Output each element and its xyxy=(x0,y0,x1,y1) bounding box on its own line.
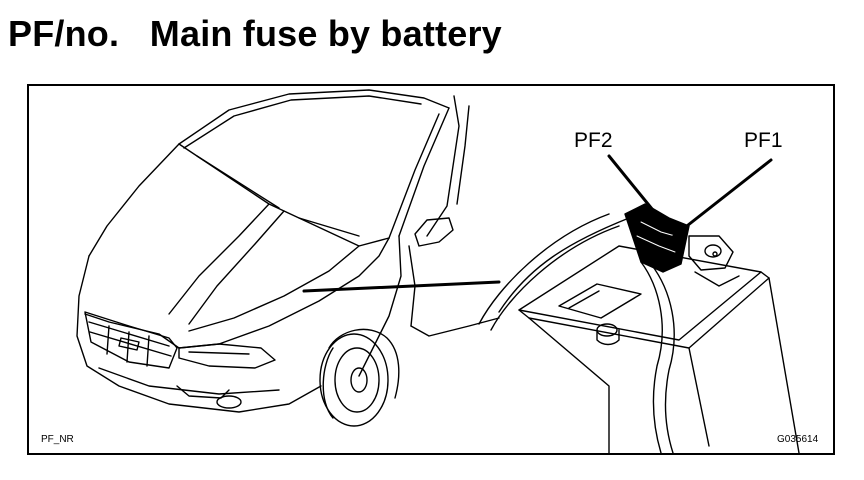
figure-frame: PF2 PF1 PF_NR G035614 xyxy=(27,84,835,455)
figure-code-right: G035614 xyxy=(777,434,819,445)
pf2-label: PF2 xyxy=(574,129,613,152)
location-pointer-line xyxy=(302,280,501,293)
pf1-leader-line xyxy=(667,158,773,242)
page-title: PF/no. Main fuse by battery xyxy=(8,13,502,54)
battery-illustration xyxy=(478,203,800,453)
pf1-label: PF1 xyxy=(744,129,783,152)
illustration-svg xyxy=(76,89,800,453)
car-illustration xyxy=(76,89,500,427)
figure-code-left: PF_NR xyxy=(41,434,74,445)
pf2-leader-line xyxy=(607,154,663,222)
